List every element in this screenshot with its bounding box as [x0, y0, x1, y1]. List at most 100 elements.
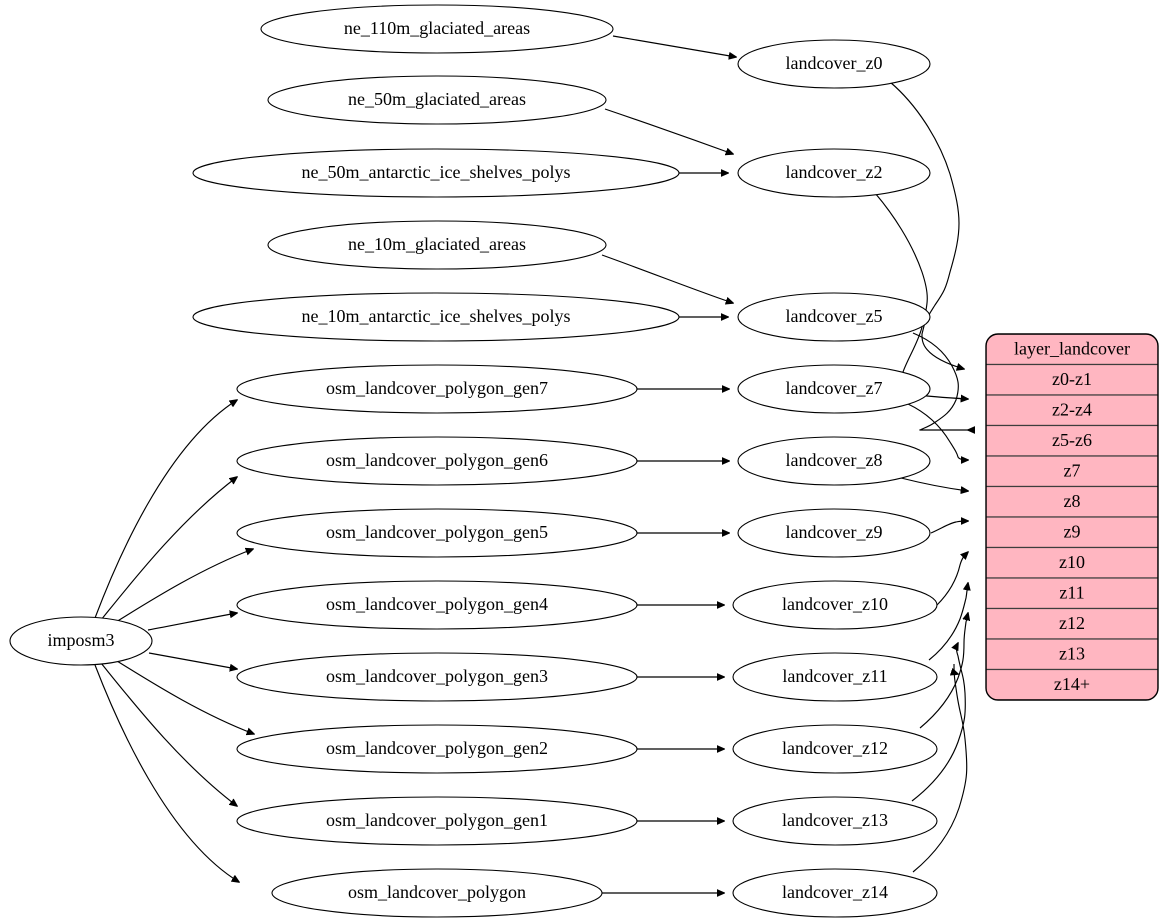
table-layer_landcover[interactable]: layer_landcoverz0-z1z2-z4z5-z6z7z8z9z10z… [986, 334, 1158, 700]
node-osmg0[interactable]: osm_landcover_polygon [271, 868, 603, 918]
edge-path [928, 583, 968, 661]
edge-path [912, 663, 968, 873]
edge-path [919, 613, 968, 729]
edge-path [900, 477, 968, 491]
node-lc0[interactable]: landcover_z0 [737, 39, 931, 89]
edge-path [907, 403, 968, 460]
node-osmg4[interactable]: osm_landcover_polygon_gen4 [236, 580, 638, 630]
table-row-cell-3[interactable] [986, 455, 1158, 488]
node-label: ne_50m_glaciated_areas [348, 89, 526, 109]
edge-lc7-to-table_row_3 [907, 403, 968, 460]
node-shape [260, 4, 614, 54]
node-label: landcover_z11 [782, 666, 887, 686]
node-ne50aisp[interactable]: ne_50m_antarctic_ice_shelves_polys [192, 148, 680, 198]
node-ne110ga[interactable]: ne_110m_glaciated_areas [260, 4, 614, 54]
edge-imposm3-to-osmg5 [115, 549, 253, 623]
edge-path [936, 552, 968, 606]
edge-path [601, 254, 733, 303]
edge-lc11-to-table_row_7 [928, 583, 968, 661]
node-shape [236, 652, 638, 702]
edge-imposm3-to-osmg2 [116, 660, 254, 734]
node-ne10ga[interactable]: ne_10m_glaciated_areas [267, 220, 607, 270]
node-shape [732, 724, 938, 774]
edge-path [148, 652, 237, 669]
table-row-cell-2[interactable] [986, 424, 1158, 457]
node-osmg2[interactable]: osm_landcover_polygon_gen2 [236, 724, 638, 774]
edge-imposm3-to-osmg7 [94, 400, 237, 619]
node-lc14[interactable]: landcover_z14 [732, 868, 938, 918]
node-shape [732, 868, 938, 918]
node-shape [236, 796, 638, 846]
node-label: osm_landcover_polygon [348, 882, 526, 902]
node-lc12[interactable]: landcover_z12 [732, 724, 938, 774]
edge-lc9-to-table_row_5 [930, 521, 968, 534]
node-lc11[interactable]: landcover_z11 [732, 652, 938, 702]
table-row-label-8: z12 [1059, 613, 1085, 633]
edge-lc5-to-table_row_2 [912, 332, 968, 430]
node-label: ne_50m_antarctic_ice_shelves_polys [302, 162, 571, 182]
node-shape [267, 220, 607, 270]
table-layer: layer_landcoverz0-z1z2-z4z5-z6z7z8z9z10z… [985, 333, 1159, 701]
node-label: landcover_z7 [786, 378, 883, 398]
node-lc2[interactable]: landcover_z2 [737, 148, 931, 198]
edge-path [930, 521, 968, 534]
table-row-label-10: z14+ [1054, 674, 1090, 694]
node-osmg6[interactable]: osm_landcover_polygon_gen6 [236, 436, 638, 486]
node-lc9[interactable]: landcover_z9 [737, 508, 931, 558]
edge-imposm3-to-osmg0 [94, 664, 239, 882]
table-row-label-0: z0-z1 [1052, 369, 1092, 389]
node-shape [737, 436, 931, 486]
table-row-label-3: z7 [1064, 460, 1081, 480]
edges-layer [94, 35, 968, 893]
table-row-label-1: z2-z4 [1052, 399, 1092, 419]
node-shape [737, 148, 931, 198]
node-lc7[interactable]: landcover_z7 [737, 364, 931, 414]
node-osmg5[interactable]: osm_landcover_polygon_gen5 [236, 508, 638, 558]
node-label: ne_10m_antarctic_ice_shelves_polys [302, 306, 571, 326]
edge-lc0-to-table_row_0 [889, 81, 964, 369]
table-row-cell-6[interactable] [986, 546, 1158, 579]
node-shape [732, 580, 938, 630]
node-shape [9, 616, 153, 666]
node-lc5[interactable]: landcover_z5 [737, 292, 931, 342]
node-label: osm_landcover_polygon_gen3 [326, 666, 548, 686]
node-label: landcover_z9 [786, 522, 883, 542]
node-label: landcover_z12 [782, 738, 888, 758]
edge-imposm3-to-osmg1 [100, 662, 237, 806]
edge-ne50ga-to-lc2 [604, 108, 733, 154]
node-ne50ga[interactable]: ne_50m_glaciated_areas [267, 75, 607, 125]
node-label: imposm3 [47, 630, 114, 650]
edge-path [612, 35, 736, 57]
node-shape [737, 292, 931, 342]
node-lc13[interactable]: landcover_z13 [732, 796, 938, 846]
table-row-label-2: z5-z6 [1052, 430, 1092, 450]
node-label: ne_110m_glaciated_areas [344, 18, 530, 38]
node-label: landcover_z10 [782, 594, 888, 614]
node-ne10aisp[interactable]: ne_10m_antarctic_ice_shelves_polys [192, 292, 680, 342]
table-row-cell-8[interactable] [986, 607, 1158, 640]
edge-path [147, 613, 237, 631]
edge-lc12-to-table_row_8 [919, 613, 968, 729]
edge-lc8-to-table_row_4 [900, 477, 968, 491]
table-row-cell-5[interactable] [986, 516, 1158, 549]
node-shape [236, 436, 638, 486]
node-lc8[interactable]: landcover_z8 [737, 436, 931, 486]
node-shape [192, 148, 680, 198]
node-shape [737, 508, 931, 558]
node-label: landcover_z13 [782, 810, 888, 830]
node-shape [192, 292, 680, 342]
edge-imposm3-to-osmg6 [100, 477, 237, 621]
table-row-label-9: z13 [1059, 643, 1085, 663]
table-row-cell-10[interactable] [986, 668, 1158, 701]
node-label: osm_landcover_polygon_gen7 [326, 378, 548, 398]
node-shape [236, 724, 638, 774]
node-imposm3[interactable]: imposm3 [9, 616, 153, 666]
node-shape [271, 868, 603, 918]
node-osmg1[interactable]: osm_landcover_polygon_gen1 [236, 796, 638, 846]
table-header-cell[interactable] [986, 334, 1158, 366]
edge-ne110ga-to-lc0 [612, 35, 736, 57]
edge-lc14-to-table_row_10 [912, 663, 968, 873]
node-lc10[interactable]: landcover_z10 [732, 580, 938, 630]
node-osmg7[interactable]: osm_landcover_polygon_gen7 [236, 364, 638, 414]
node-osmg3[interactable]: osm_landcover_polygon_gen3 [236, 652, 638, 702]
